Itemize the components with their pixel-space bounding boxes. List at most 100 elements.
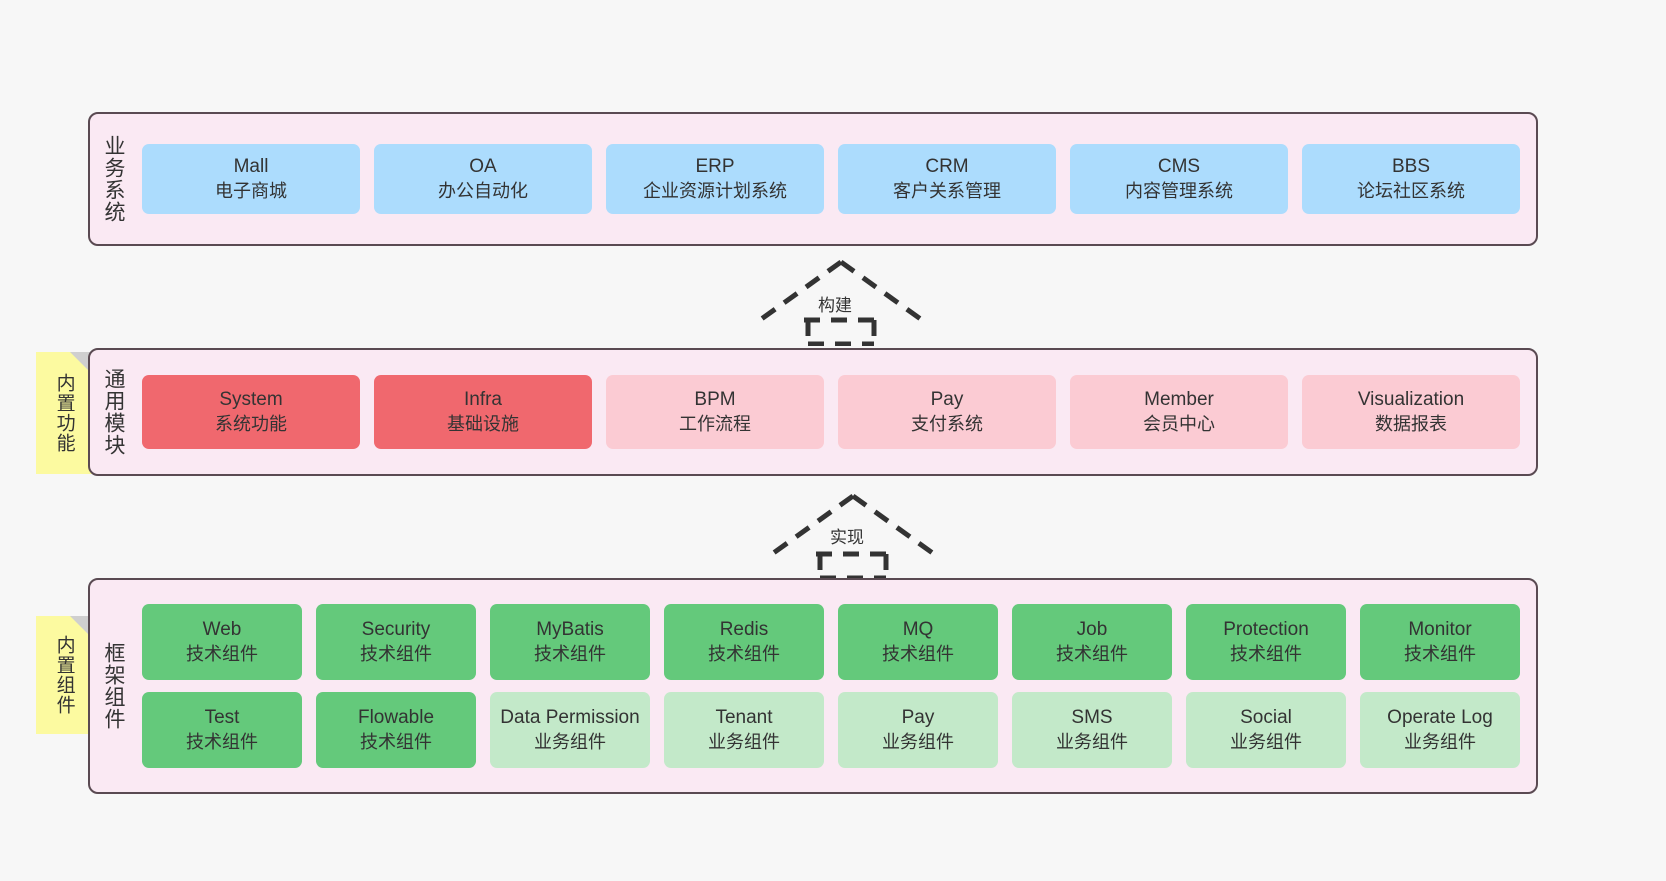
node-subtitle: 电子商城: [215, 180, 287, 201]
node-title: Protection: [1223, 619, 1309, 641]
node-tenant[interactable]: Tenant 业务组件: [664, 692, 824, 768]
node-member[interactable]: Member 会员中心: [1070, 375, 1288, 449]
node-infra[interactable]: Infra 基础设施: [374, 375, 592, 449]
layer-common-module: 通用模块 System 系统功能 Infra 基础设施 BPM 工作流程 Pay…: [88, 348, 1538, 476]
node-title: Pay: [930, 389, 964, 411]
node-subtitle: 技术组件: [1230, 643, 1302, 664]
node-title: Member: [1144, 389, 1214, 411]
node-title: ERP: [695, 156, 735, 178]
node-title: Web: [202, 619, 242, 641]
node-job[interactable]: Job 技术组件: [1012, 604, 1172, 680]
note-builtin-component-label: 内置组件: [53, 635, 75, 715]
node-bpm[interactable]: BPM 工作流程: [606, 375, 824, 449]
node-subtitle: 客户关系管理: [893, 180, 1001, 201]
node-subtitle: 技术组件: [360, 643, 432, 664]
node-erp[interactable]: ERP 企业资源计划系统: [606, 144, 824, 214]
node-redis[interactable]: Redis 技术组件: [664, 604, 824, 680]
node-monitor[interactable]: Monitor 技术组件: [1360, 604, 1520, 680]
layer-common-module-label: 通用模块: [102, 368, 126, 456]
node-title: Security: [361, 619, 431, 641]
node-title: Infra: [463, 389, 503, 411]
node-visualization[interactable]: Visualization 数据报表: [1302, 375, 1520, 449]
node-title: MQ: [902, 619, 934, 641]
node-web[interactable]: Web 技术组件: [142, 604, 302, 680]
layer-framework-component-body: Web 技术组件 Security 技术组件 MyBatis 技术组件 Redi…: [136, 580, 1536, 792]
layer-framework-component-label: 框架组件: [102, 642, 126, 730]
node-subtitle: 系统功能: [215, 413, 287, 434]
node-title: Mall: [233, 156, 269, 178]
node-title: Flowable: [357, 707, 435, 729]
node-subtitle: 业务组件: [708, 731, 780, 752]
node-subtitle: 数据报表: [1375, 413, 1447, 434]
node-mq[interactable]: MQ 技术组件: [838, 604, 998, 680]
node-title: BBS: [1391, 156, 1431, 178]
node-subtitle: 技术组件: [882, 643, 954, 664]
arrow-implement-label: 实现: [830, 528, 864, 547]
node-title: Visualization: [1357, 389, 1465, 411]
node-subtitle: 基础设施: [447, 413, 519, 434]
node-bbs[interactable]: BBS 论坛社区系统: [1302, 144, 1520, 214]
cell-row: System 系统功能 Infra 基础设施 BPM 工作流程 Pay 支付系统…: [142, 375, 1520, 449]
node-title: System: [219, 389, 283, 411]
node-subtitle: 内容管理系统: [1125, 180, 1233, 201]
node-title: Test: [204, 707, 240, 729]
node-subtitle: 技术组件: [360, 731, 432, 752]
node-title: Data Permission: [500, 707, 640, 729]
node-subtitle: 工作流程: [679, 413, 751, 434]
node-subtitle: 办公自动化: [438, 180, 528, 201]
node-crm[interactable]: CRM 客户关系管理: [838, 144, 1056, 214]
cell-row: Mall 电子商城 OA 办公自动化 ERP 企业资源计划系统 CRM 客户关系…: [142, 144, 1520, 214]
cell-row: Test 技术组件 Flowable 技术组件 Data Permission …: [142, 692, 1520, 768]
node-operate-log[interactable]: Operate Log 业务组件: [1360, 692, 1520, 768]
node-security[interactable]: Security 技术组件: [316, 604, 476, 680]
node-test[interactable]: Test 技术组件: [142, 692, 302, 768]
node-title: MyBatis: [536, 619, 604, 641]
node-pay-business[interactable]: Pay 业务组件: [838, 692, 998, 768]
layer-framework-component: 框架组件 Web 技术组件 Security 技术组件 MyBatis 技术组件…: [88, 578, 1538, 794]
node-subtitle: 技术组件: [1404, 643, 1476, 664]
node-title: CRM: [925, 156, 969, 178]
node-social[interactable]: Social 业务组件: [1186, 692, 1346, 768]
node-sms[interactable]: SMS 业务组件: [1012, 692, 1172, 768]
node-subtitle: 论坛社区系统: [1357, 180, 1465, 201]
node-subtitle: 业务组件: [882, 731, 954, 752]
layer-common-module-body: System 系统功能 Infra 基础设施 BPM 工作流程 Pay 支付系统…: [136, 350, 1536, 474]
node-title: CMS: [1157, 156, 1201, 178]
layer-business-system-body: Mall 电子商城 OA 办公自动化 ERP 企业资源计划系统 CRM 客户关系…: [136, 114, 1536, 244]
node-title: SMS: [1071, 707, 1113, 729]
note-builtin-function: 内置功能: [36, 352, 92, 474]
node-title: Tenant: [715, 707, 773, 729]
node-title: Redis: [719, 619, 769, 641]
node-data-permission[interactable]: Data Permission 业务组件: [490, 692, 650, 768]
node-subtitle: 业务组件: [534, 731, 606, 752]
node-flowable[interactable]: Flowable 技术组件: [316, 692, 476, 768]
layer-business-system: 业务系统 Mall 电子商城 OA 办公自动化 ERP 企业资源计划系统 CRM…: [88, 112, 1538, 246]
arrow-build: [758, 259, 924, 346]
node-subtitle: 业务组件: [1056, 731, 1128, 752]
node-title: Job: [1076, 619, 1108, 641]
node-oa[interactable]: OA 办公自动化: [374, 144, 592, 214]
note-builtin-function-label: 内置功能: [53, 373, 75, 453]
node-title: OA: [469, 156, 497, 178]
node-pay[interactable]: Pay 支付系统: [838, 375, 1056, 449]
node-subtitle: 支付系统: [911, 413, 983, 434]
node-protection[interactable]: Protection 技术组件: [1186, 604, 1346, 680]
node-title: Social: [1240, 707, 1292, 729]
node-subtitle: 企业资源计划系统: [643, 180, 787, 201]
node-subtitle: 业务组件: [1404, 731, 1476, 752]
node-subtitle: 技术组件: [186, 731, 258, 752]
arrow-build-label: 构建: [818, 296, 852, 315]
node-subtitle: 技术组件: [708, 643, 780, 664]
cell-row: Web 技术组件 Security 技术组件 MyBatis 技术组件 Redi…: [142, 604, 1520, 680]
node-title: BPM: [694, 389, 736, 411]
node-mybatis[interactable]: MyBatis 技术组件: [490, 604, 650, 680]
node-subtitle: 业务组件: [1230, 731, 1302, 752]
node-mall[interactable]: Mall 电子商城: [142, 144, 360, 214]
node-cms[interactable]: CMS 内容管理系统: [1070, 144, 1288, 214]
node-title: Operate Log: [1387, 707, 1493, 729]
note-builtin-component: 内置组件: [36, 616, 92, 734]
node-title: Pay: [901, 707, 935, 729]
node-system[interactable]: System 系统功能: [142, 375, 360, 449]
node-subtitle: 会员中心: [1143, 413, 1215, 434]
